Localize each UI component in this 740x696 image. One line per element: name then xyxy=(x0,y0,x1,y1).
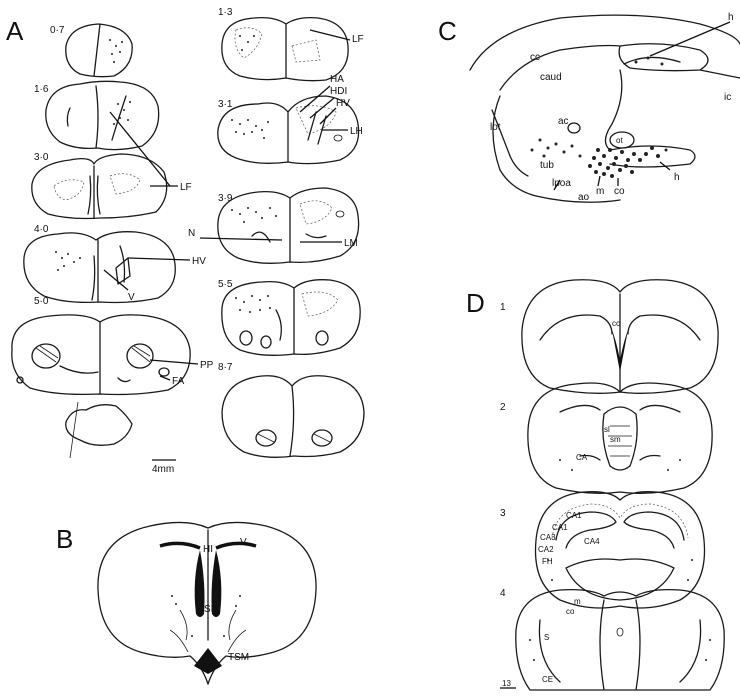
tsm-shape xyxy=(194,648,222,674)
level-label-4: 4 xyxy=(500,588,506,599)
section-label-1-3: 1·3 xyxy=(218,7,233,18)
pointer-fa xyxy=(160,376,170,380)
label-lm: LM xyxy=(344,238,358,249)
stipple-dots xyxy=(171,595,241,637)
dense-neuron-cluster xyxy=(588,146,660,178)
scale-bar-d-label: 13 xyxy=(502,679,511,688)
section-0-7-outline xyxy=(66,24,132,77)
label-hi: HI xyxy=(203,544,213,555)
panel-a-letter: A xyxy=(6,16,24,46)
label-caud: caud xyxy=(540,72,562,83)
panel-b: B HI V SI TSM xyxy=(56,522,316,684)
label-sl: sl xyxy=(604,425,610,434)
label-si: SI xyxy=(204,604,213,615)
pointer-pp xyxy=(150,360,198,364)
label-ao: ao xyxy=(578,192,590,203)
panel-d-letter: D xyxy=(466,288,485,318)
label-ce: CE xyxy=(542,675,553,684)
left-ventricle-shape xyxy=(160,543,200,548)
pointer-h-top xyxy=(650,22,730,56)
label-h-bottom: h xyxy=(674,172,680,183)
label-ca4: CA4 xyxy=(584,537,600,546)
label-lf-top: LF xyxy=(352,34,364,45)
label-lh: LH xyxy=(350,126,363,137)
pointer-hv-left xyxy=(128,258,190,260)
label-hv-left: HV xyxy=(192,256,206,267)
label-fh: FH xyxy=(542,557,553,566)
level-label-1: 1 xyxy=(500,302,506,313)
section-3-9-outline xyxy=(218,188,359,263)
label-ca1b: CA1 xyxy=(552,523,568,532)
level-label-2: 2 xyxy=(500,402,506,413)
lot-line xyxy=(492,110,528,176)
label-lot: lot xyxy=(490,122,501,133)
label-pp: PP xyxy=(200,360,214,371)
section-1-3-outline xyxy=(222,18,348,81)
level-1-section xyxy=(522,280,718,394)
level-label-3: 3 xyxy=(500,508,506,519)
label-ca: CA xyxy=(576,453,588,462)
section-4-0-outline xyxy=(24,232,175,303)
panel-c: C h cc caud ic ac lot ot tub lpoa ao m c… xyxy=(438,12,740,203)
scale-bar-label: 4mm xyxy=(152,464,174,475)
label-ac: ac xyxy=(558,116,569,127)
section-label-1-6: 1·6 xyxy=(34,84,49,95)
label-n: N xyxy=(188,228,195,239)
section-label-3-1: 3·1 xyxy=(218,99,233,110)
hippocampus-outline xyxy=(619,44,708,71)
section-label-3-0: 3·0 xyxy=(34,152,49,163)
pointer-n xyxy=(200,238,282,240)
section-label-5-0: 5·0 xyxy=(34,296,49,307)
label-tub: tub xyxy=(540,160,554,171)
sagittal-dorsal-outline xyxy=(470,15,740,70)
section-5-0-outline xyxy=(12,315,190,395)
label-cc: cc xyxy=(612,319,620,328)
label-m: m xyxy=(596,186,604,197)
label-ha: HA xyxy=(330,74,344,85)
section-3-0-outline xyxy=(32,154,167,219)
ic-line xyxy=(700,70,740,78)
section-label-5-5: 5·5 xyxy=(218,279,233,290)
label-s: S xyxy=(544,633,549,642)
anterior-commissure xyxy=(568,123,580,133)
label-tsm: TSM xyxy=(228,652,249,663)
label-ca2: CA2 xyxy=(538,545,554,554)
label-cc: cc xyxy=(530,52,540,63)
label-co: co xyxy=(614,186,625,197)
section-8-7-outline xyxy=(222,376,364,458)
label-lpoa: lpoa xyxy=(552,178,571,189)
label-m: m xyxy=(574,597,581,606)
panel-c-letter: C xyxy=(438,16,457,46)
panel-b-letter: B xyxy=(56,524,73,554)
corpus-callosum-line xyxy=(500,46,620,91)
label-ca3: CA3 xyxy=(540,533,556,542)
section-label-0-7: 0·7 xyxy=(50,25,65,36)
label-ot: ot xyxy=(616,136,623,145)
panel-d: D 1 2 3 4 xyxy=(466,280,724,690)
label-co: co xyxy=(566,607,575,616)
section-1-6-outline xyxy=(46,81,159,149)
label-hv-right: HV xyxy=(336,98,350,109)
label-sm: sm xyxy=(610,435,621,444)
label-h-top: h xyxy=(728,12,734,23)
panel-a: A 0·7 1·6 3·0 4·0 5·0 1·3 3·1 3·9 5·5 8·… xyxy=(6,7,364,475)
label-ic: ic xyxy=(724,92,731,103)
label-lf-mid: LF xyxy=(180,182,192,193)
right-ventricle-shape xyxy=(216,543,256,548)
label-v: V xyxy=(128,292,135,303)
label-ca1: CA1 xyxy=(566,511,582,520)
label-v: V xyxy=(240,537,247,548)
section-5-5-outline xyxy=(222,280,360,356)
section-fragment-outline xyxy=(66,402,132,458)
section-label-4-0: 4·0 xyxy=(34,224,49,235)
label-fa: FA xyxy=(172,376,185,387)
section-label-3-9: 3·9 xyxy=(218,193,233,204)
section-label-8-7: 8·7 xyxy=(218,362,233,373)
label-hdi: HDI xyxy=(330,86,347,97)
hippocampal-inner-line xyxy=(624,57,680,64)
